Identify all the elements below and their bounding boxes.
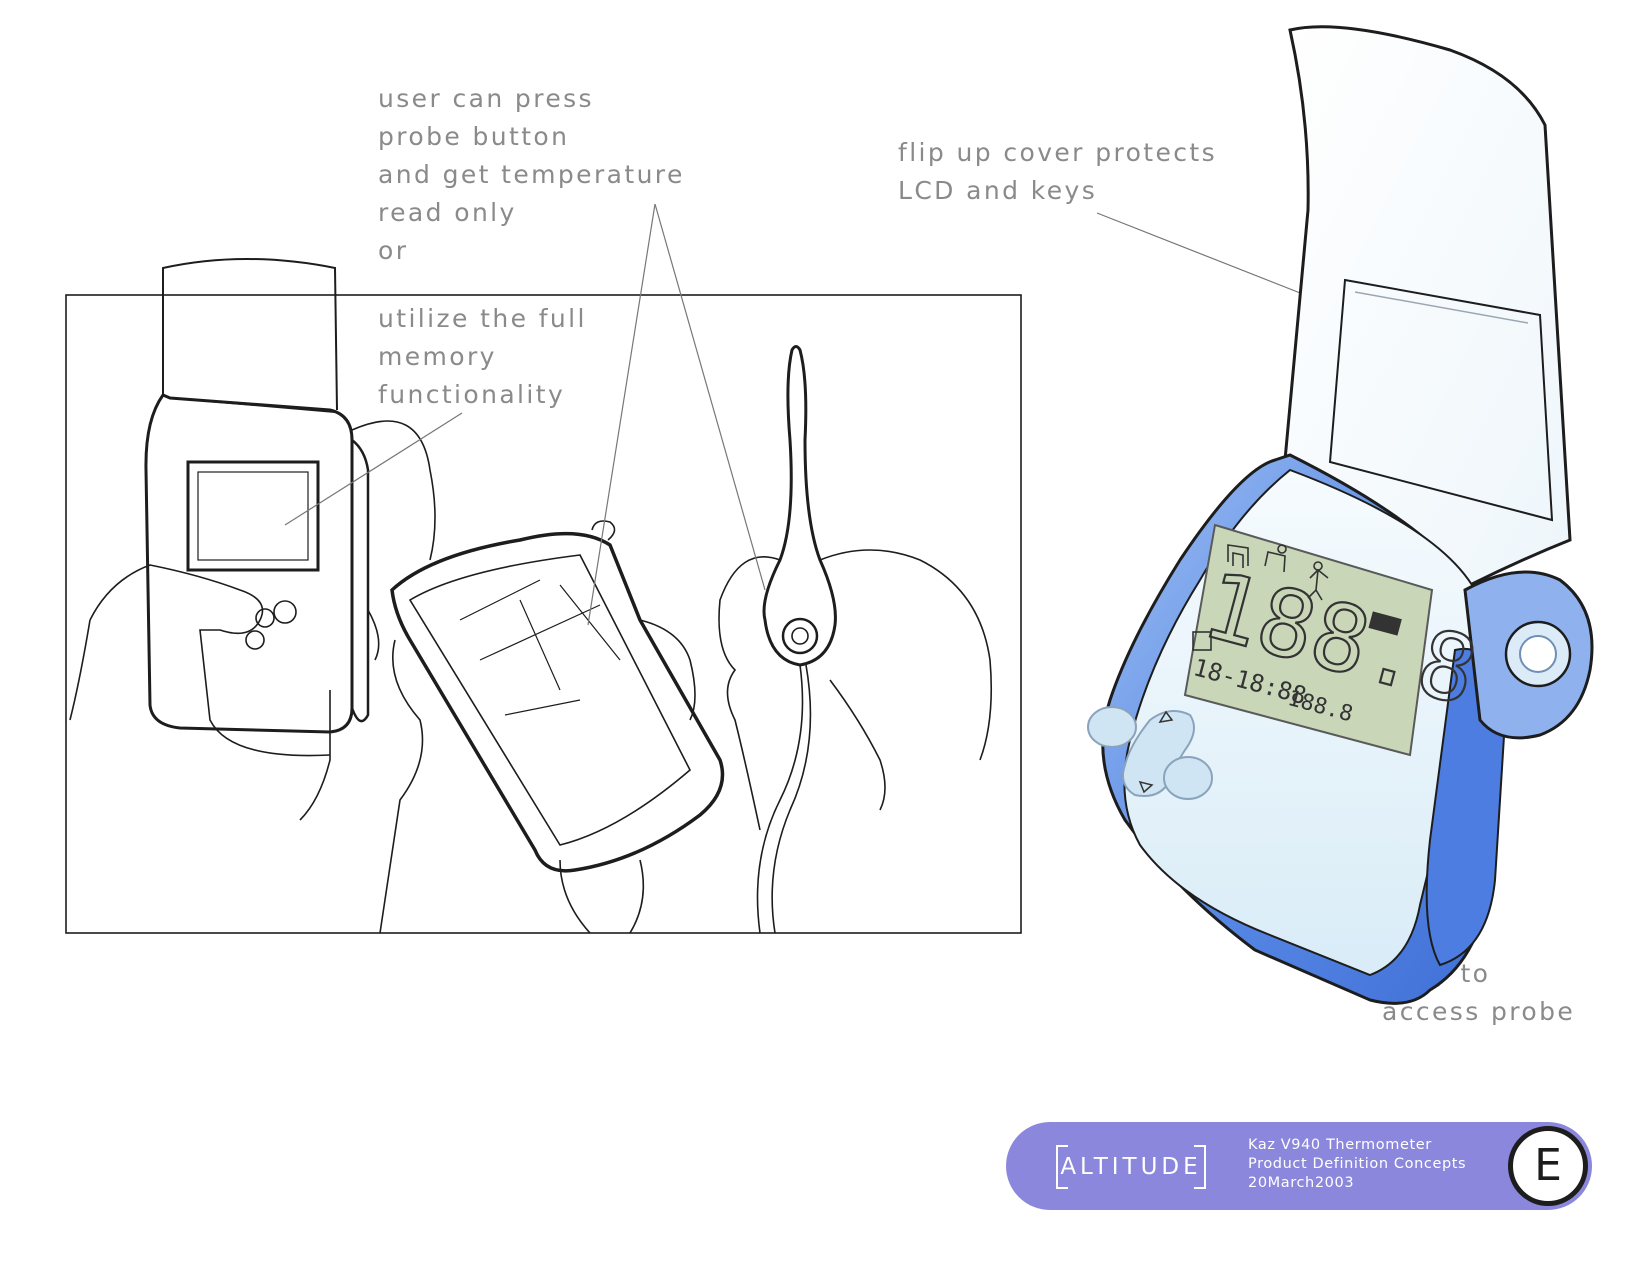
annotation-line: LCD and keys: [898, 176, 1098, 205]
left-key-button[interactable]: [1087, 706, 1137, 748]
project-name: Kaz V940 Thermometer: [1248, 1137, 1432, 1153]
keypad: [1087, 706, 1213, 800]
annotation-line: utilize the full: [378, 304, 587, 333]
annotation-line: flip up cover protects: [898, 138, 1218, 167]
project-date: 20March2003: [1248, 1175, 1355, 1191]
battery-icon: [1368, 611, 1402, 636]
annotation-line: probe button: [378, 122, 570, 151]
annotation-line: functionality: [378, 380, 566, 409]
device-sketch-upright: [69, 258, 436, 821]
person-icons: [1192, 544, 1329, 651]
leader-lines: [284, 203, 1473, 951]
right-key-button[interactable]: [1163, 756, 1213, 800]
arrow-up-icon: [1158, 710, 1174, 724]
project-phase: Product Definition Concepts: [1248, 1156, 1467, 1172]
annotation-line: or: [378, 236, 409, 265]
bracket-right-icon: [1194, 1145, 1206, 1189]
flip-up-cover: [1283, 25, 1572, 587]
arrow-down-icon: [1138, 780, 1154, 794]
annotation-memory: utilize the full memory functionality: [378, 300, 587, 414]
title-block: ALTITUDE Kaz V940 Thermometer Product De…: [1006, 1122, 1592, 1210]
usage-sketch: [65, 258, 1022, 934]
version-badge: E: [1508, 1126, 1588, 1206]
annotation-line: and get temperature: [378, 160, 685, 189]
thermometer-render: 188.8 18-18:88 188.8: [1087, 25, 1594, 1005]
bracket-left-icon: [1056, 1145, 1068, 1189]
probe-sketch: [718, 345, 993, 934]
annotation-line: user can press: [378, 84, 594, 113]
brand-logo: ALTITUDE: [1056, 1144, 1206, 1190]
sketch-frame: [65, 294, 1022, 934]
brand-name: ALTITUDE: [1060, 1154, 1202, 1180]
annotation-probe-button: user can press probe button and get temp…: [378, 80, 685, 270]
annotation-line: read only: [378, 198, 517, 227]
annotation-cover: flip up cover protects LCD and keys: [898, 134, 1217, 210]
project-info: Kaz V940 Thermometer Product Definition …: [1248, 1136, 1466, 1193]
device-sketch-angled: [379, 520, 725, 934]
lcd-screen: [1183, 523, 1434, 757]
annotation-line: memory: [378, 342, 497, 371]
